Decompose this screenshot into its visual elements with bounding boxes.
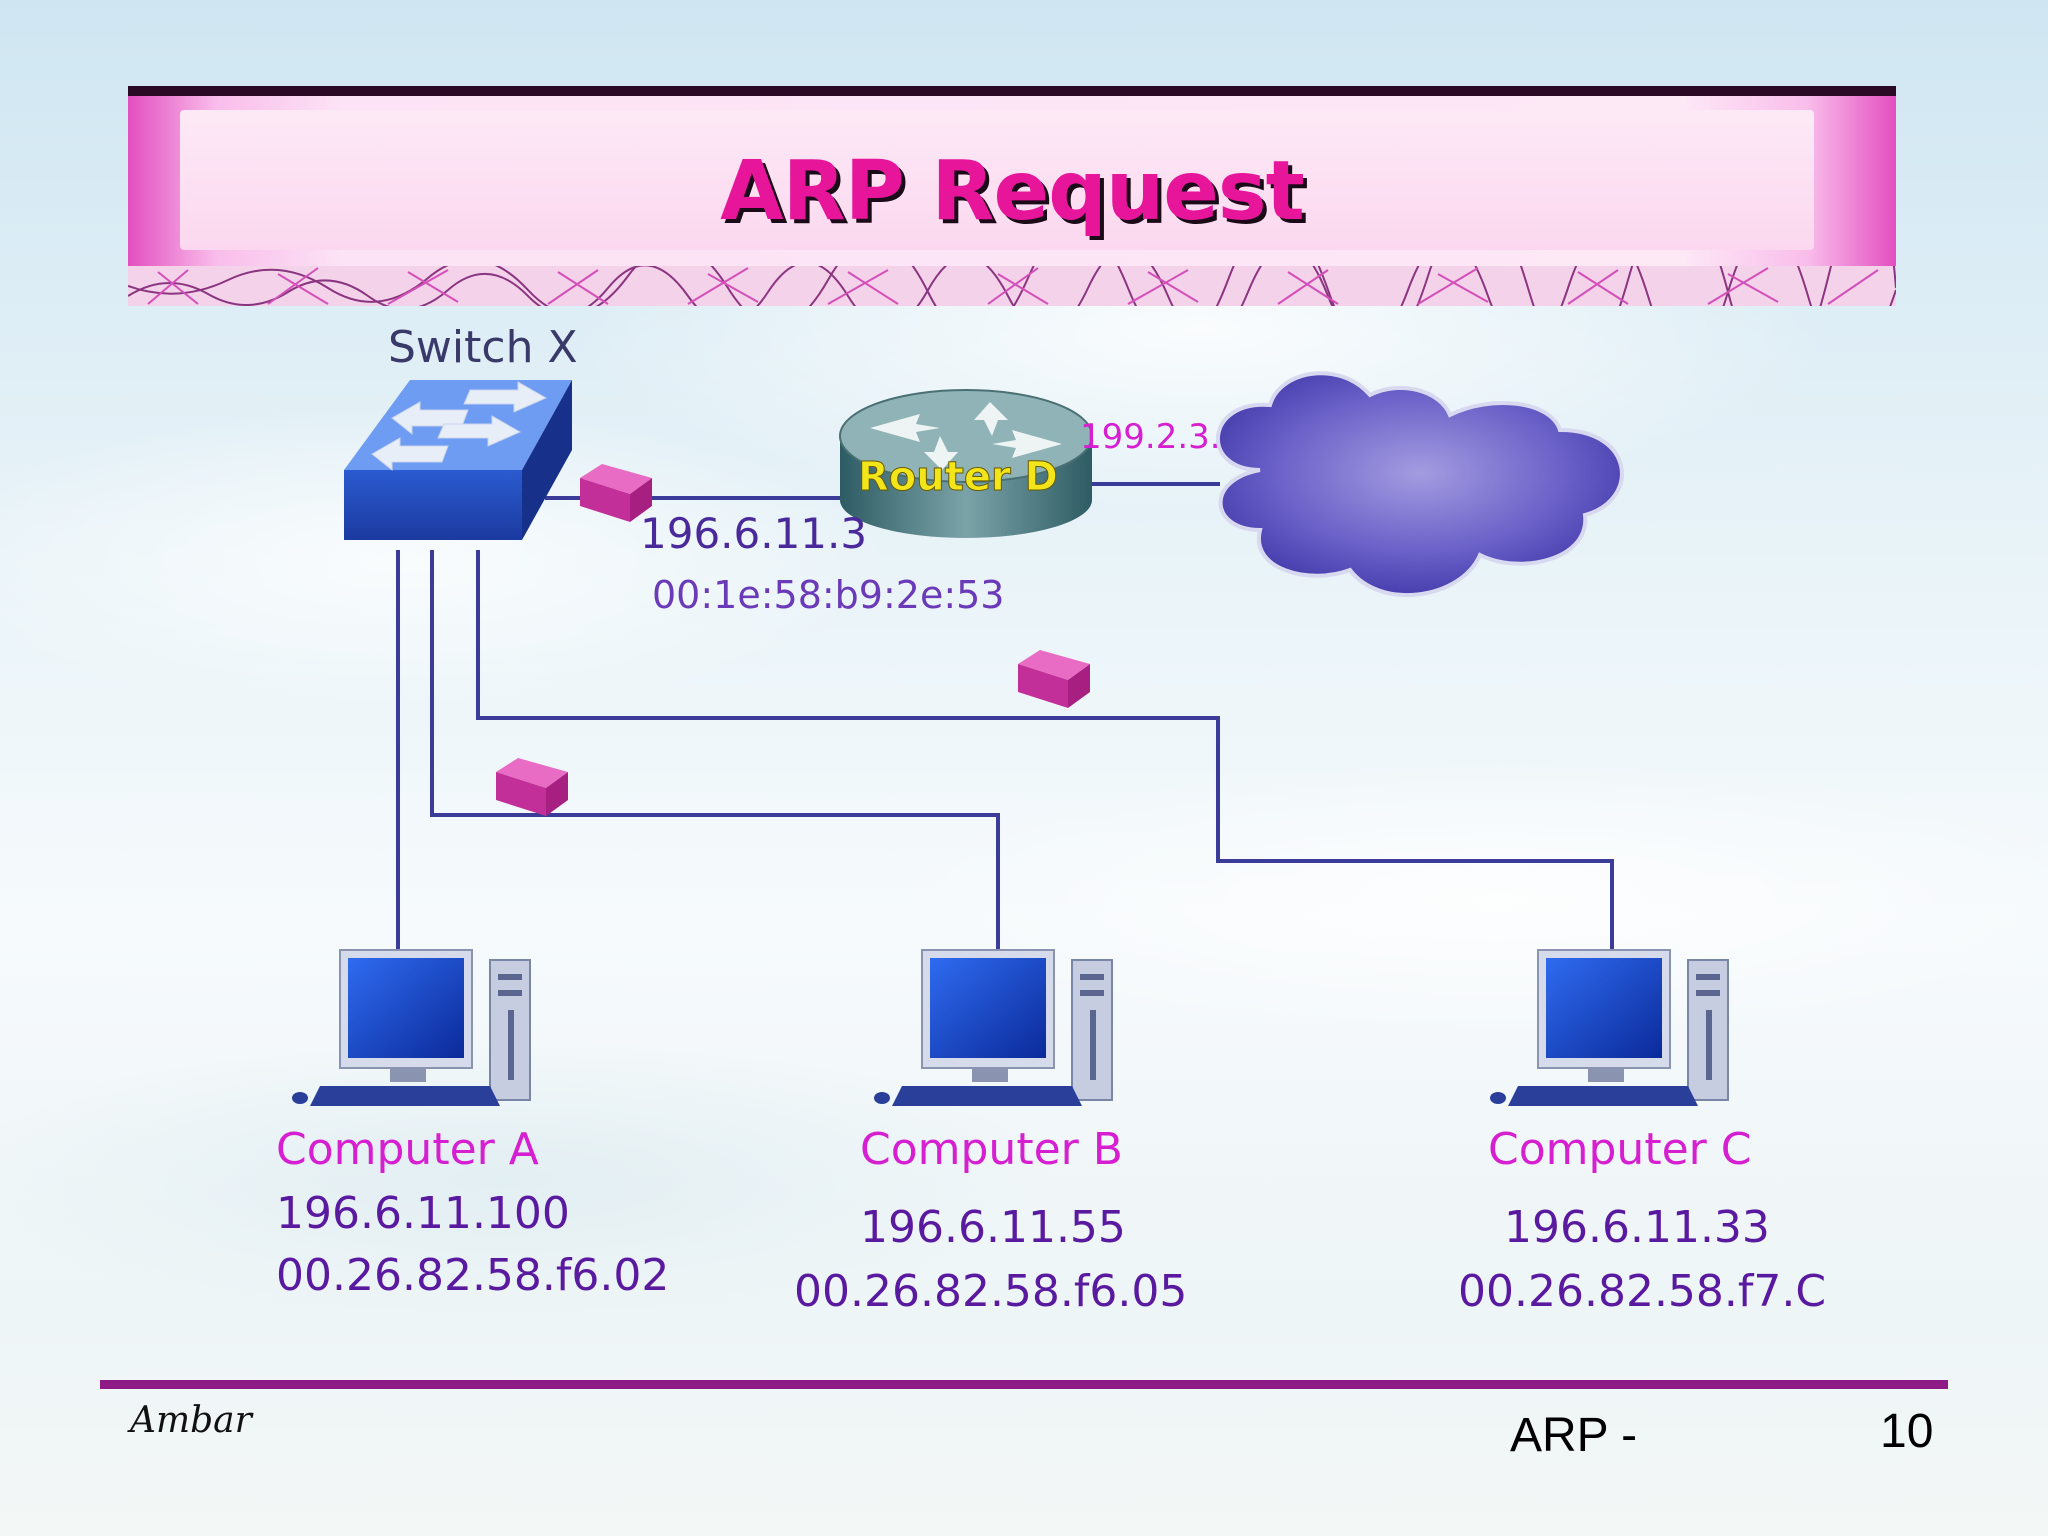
slide-title: ARP Request xyxy=(720,144,1305,239)
computer-b-ip: 196.6.11.55 xyxy=(860,1202,1126,1253)
footer-divider xyxy=(100,1380,1948,1389)
arp-packet-icon xyxy=(496,758,568,816)
computer-a-name: Computer A xyxy=(276,1124,539,1175)
router-wan-ip: 199.2.3.5 xyxy=(1080,417,1242,457)
router-lan-mac: 00:1e:58:b9:2e:53 xyxy=(652,573,1004,617)
footer-author: Ambar xyxy=(130,1400,252,1441)
internet-cloud-icon xyxy=(1216,371,1624,598)
computer-c-mac: 00.26.82.58.f7.C xyxy=(1458,1266,1826,1317)
page-number: 10 xyxy=(1880,1405,1934,1458)
router-lan-ip: 196.6.11.3 xyxy=(640,509,867,558)
link-switch-computer-c xyxy=(476,550,1614,958)
banner-grass-decoration xyxy=(128,266,1896,306)
router-label: Router D xyxy=(858,454,1058,500)
switch-label: Switch X xyxy=(388,322,578,373)
computer-b-name: Computer B xyxy=(860,1124,1123,1175)
switch-icon xyxy=(344,380,572,540)
banner-top-bar xyxy=(128,86,1896,96)
computer-b-mac: 00.26.82.58.f6.05 xyxy=(794,1266,1187,1317)
computer-a-icon xyxy=(292,949,531,1106)
computer-c-icon xyxy=(1490,949,1729,1106)
computer-a-ip: 196.6.11.100 xyxy=(276,1188,570,1239)
router-icon xyxy=(839,389,1093,538)
computer-c-name: Computer C xyxy=(1488,1124,1751,1175)
title-banner: ARP Request xyxy=(128,86,1896,306)
footer-topic: ARP - xyxy=(1510,1409,1638,1462)
link-switch-computer-b xyxy=(430,550,1000,958)
arp-packet-icon xyxy=(1018,650,1090,708)
computer-a-mac: 00.26.82.58.f6.02 xyxy=(276,1250,669,1301)
banner-inner-panel xyxy=(180,110,1814,250)
banner-body xyxy=(128,96,1896,266)
arp-packet-icon xyxy=(580,464,652,522)
computer-c-ip: 196.6.11.33 xyxy=(1504,1202,1770,1253)
computer-b-icon xyxy=(874,949,1113,1106)
